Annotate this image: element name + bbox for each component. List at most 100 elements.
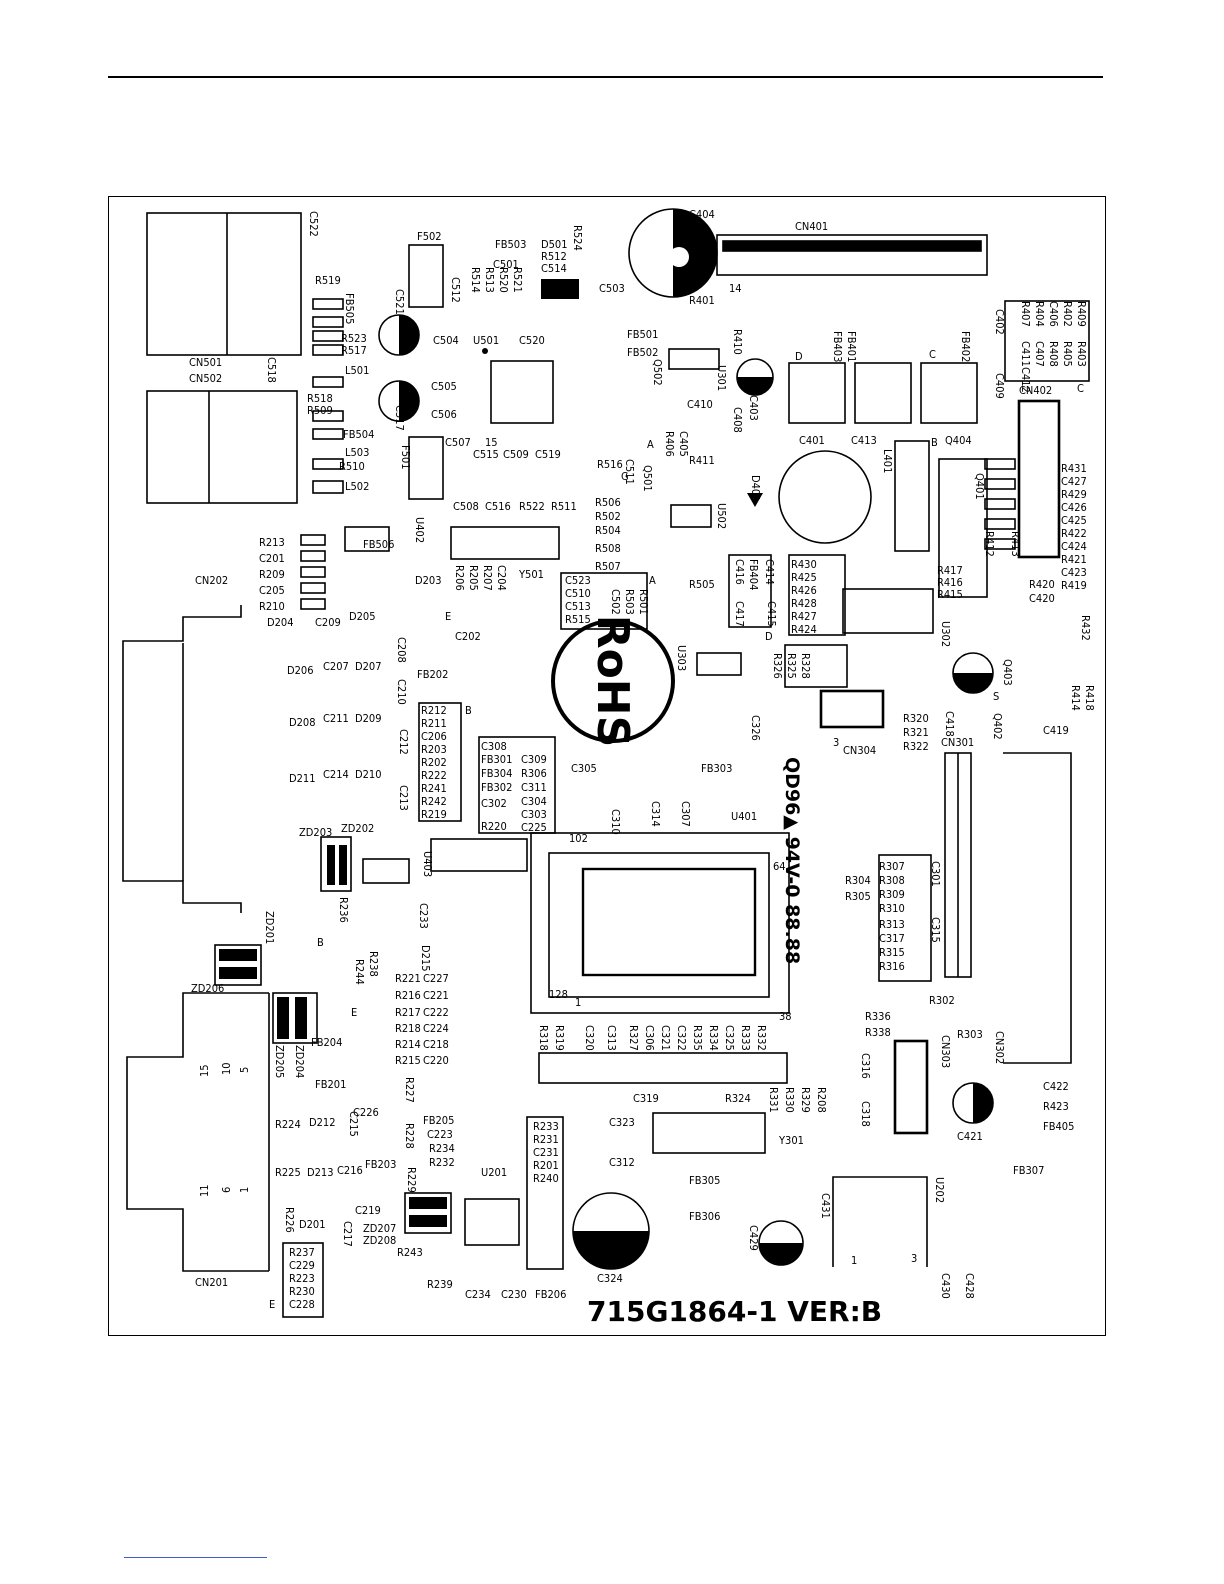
r425-label: R425: [791, 571, 817, 584]
c317-label: C317: [879, 932, 905, 945]
r222-label: R222: [421, 769, 447, 782]
r241-label: R241: [421, 782, 447, 795]
r230-label: R230: [289, 1285, 315, 1298]
c227-label: C227: [423, 972, 449, 985]
r416-label: R416: [937, 576, 963, 589]
r216-label: R216: [395, 989, 421, 1002]
r210-label: R210: [259, 600, 285, 613]
board-part-number: 715G1864-1 VER:B: [587, 1295, 883, 1328]
r427-label: R427: [791, 610, 817, 623]
r403-label: R403: [1075, 341, 1088, 367]
c413-label: C413: [851, 434, 877, 447]
d205-label: D205: [349, 610, 376, 623]
c414-label: C414: [763, 559, 776, 585]
cn302-label: CN302: [993, 1031, 1006, 1065]
y301-label: Y301: [779, 1134, 804, 1147]
c215-label: C215: [347, 1111, 360, 1137]
c204-label: C204: [495, 565, 508, 591]
c314-label: C314: [649, 801, 662, 827]
zd207-label: ZD207: [363, 1222, 397, 1235]
c429-label: C429: [747, 1225, 760, 1251]
r522-label: R522: [519, 500, 545, 513]
c411-label: C411: [1019, 341, 1032, 367]
c412-label: C412: [1019, 367, 1032, 393]
marker-c1: C: [1077, 382, 1084, 395]
c202-label: C202: [455, 630, 481, 643]
r308-label: R308: [879, 874, 905, 887]
cn401-pin14: 14: [729, 282, 742, 295]
r508-label: R508: [595, 542, 621, 555]
c310-label: C310: [609, 809, 622, 835]
c415-label: C415: [765, 601, 778, 627]
r319-label: R319: [553, 1025, 566, 1051]
c212-label: C212: [397, 729, 410, 755]
marker-b3: B: [931, 436, 938, 449]
d204-label: D204: [267, 616, 294, 629]
r227-label: R227: [403, 1077, 416, 1103]
c501-label: C501: [493, 258, 519, 271]
fb306-label: FB306: [689, 1210, 721, 1223]
c503-label: C503: [599, 282, 625, 295]
fb505-label: FB505: [343, 293, 356, 325]
r205-label: R205: [467, 565, 480, 591]
c510-label: C510: [565, 587, 591, 600]
c424-label: C424: [1061, 540, 1087, 553]
zd202-label: ZD202: [341, 822, 375, 835]
c228-label: C228: [289, 1298, 315, 1311]
u401-pin102: 102: [569, 832, 588, 845]
c401-label: C401: [799, 434, 825, 447]
cn502-label: CN502: [189, 372, 223, 385]
r411-label: R411: [689, 454, 715, 467]
ul-flammability-mark: QD96▲ 94V-0 88.88: [781, 757, 803, 965]
c302-label: C302: [481, 797, 507, 810]
r520-label: R520: [497, 267, 510, 293]
r242-label: R242: [421, 795, 447, 808]
r523-label: R523: [341, 332, 367, 345]
r336-label: R336: [865, 1010, 891, 1023]
cn202-label: CN202: [195, 574, 229, 587]
r202-label: R202: [421, 756, 447, 769]
c521-label: C521: [393, 289, 406, 315]
r513-label: R513: [483, 267, 496, 293]
r521-label: R521: [511, 267, 524, 293]
r422-label: R422: [1061, 527, 1087, 540]
r330-label: R330: [783, 1087, 796, 1113]
c307-label: C307: [679, 801, 692, 827]
marker-e2: E: [269, 1298, 276, 1311]
zd206-label: ZD206: [191, 982, 225, 995]
c306-label: C306: [643, 1025, 656, 1051]
r325-label: R325: [785, 653, 798, 679]
r428-label: R428: [791, 597, 817, 610]
r421-label: R421: [1061, 553, 1087, 566]
u302-label: U302: [939, 621, 952, 648]
marker-a2: A: [649, 574, 656, 587]
marker-e3: E: [445, 610, 452, 623]
r237-label: R237: [289, 1246, 315, 1259]
q501-label: Q501: [641, 465, 654, 492]
r401-label: R401: [689, 294, 715, 307]
d206-label: D206: [287, 664, 314, 677]
c304-label: C304: [521, 795, 547, 808]
r333-label: R333: [739, 1025, 752, 1051]
c325-label: C325: [723, 1025, 736, 1051]
c233-label: C233: [417, 903, 430, 929]
u501-label: U501: [473, 334, 500, 347]
c505-label: C505: [431, 380, 457, 393]
r208-label: R208: [815, 1087, 828, 1113]
f502-label: F502: [417, 230, 442, 243]
r426-label: R426: [791, 584, 817, 597]
d201-label: D201: [299, 1218, 326, 1231]
c405-label: C405: [677, 431, 690, 457]
c515-label: C515: [473, 448, 499, 461]
c427-label: C427: [1061, 475, 1087, 488]
cn401-label: CN401: [795, 220, 829, 233]
c301-label: C301: [929, 861, 942, 887]
c517-label: C517: [393, 405, 406, 431]
r303-label: R303: [957, 1028, 983, 1041]
zd205-label: ZD205: [273, 1045, 286, 1079]
r313-label: R313: [879, 918, 905, 931]
u401-label: U401: [731, 810, 758, 823]
c520-label: C520: [519, 334, 545, 347]
r221-label: R221: [395, 972, 421, 985]
r324-label: R324: [725, 1092, 751, 1105]
